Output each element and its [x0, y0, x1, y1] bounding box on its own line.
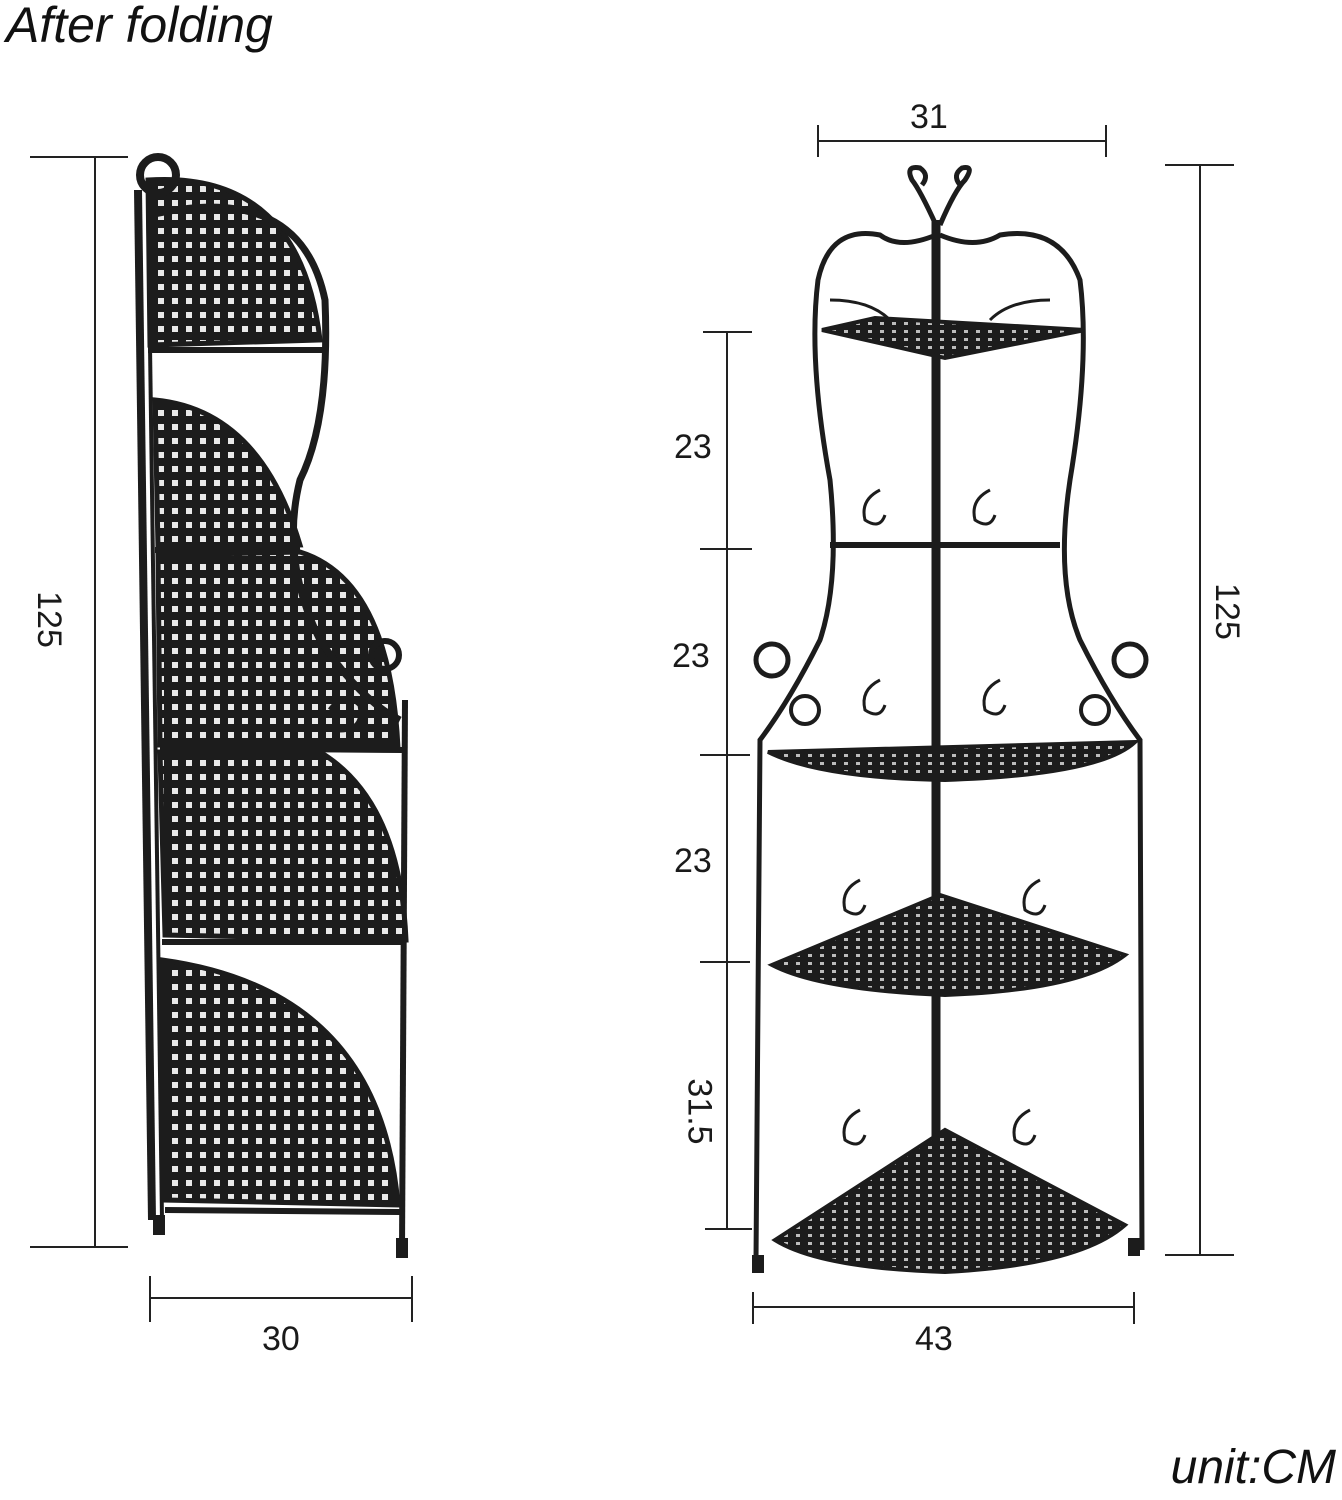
unfolded-height-dimension — [1165, 164, 1234, 1256]
folded-height-label: 125 — [29, 591, 68, 648]
unfolded-shelf-spacing-dimension — [700, 331, 752, 1230]
unfolded-height-label: 125 — [1207, 583, 1246, 640]
folded-shelf-illustration — [134, 153, 409, 1258]
unfolded-bottom-width-dimension — [752, 1292, 1135, 1324]
folded-height-dimension — [30, 156, 128, 1248]
unfolded-top-width-dimension — [817, 125, 1107, 157]
unfolded-top-width-label: 31 — [910, 98, 948, 136]
shelf-spacing-label-3: 23 — [674, 842, 712, 880]
folded-width-dimension — [149, 1276, 413, 1322]
unfolded-bottom-width-label: 43 — [915, 1320, 953, 1358]
shelf-spacing-label-1: 23 — [674, 428, 712, 466]
page-title: After folding — [6, 0, 273, 53]
shelf-spacing-label-4: 31.5 — [680, 1078, 719, 1145]
folded-width-label: 30 — [262, 1320, 300, 1358]
shelf-spacing-label-2: 23 — [672, 637, 710, 675]
unit-label: unit:CM — [1170, 1441, 1336, 1494]
unfolded-shelf-illustration — [752, 165, 1149, 1275]
